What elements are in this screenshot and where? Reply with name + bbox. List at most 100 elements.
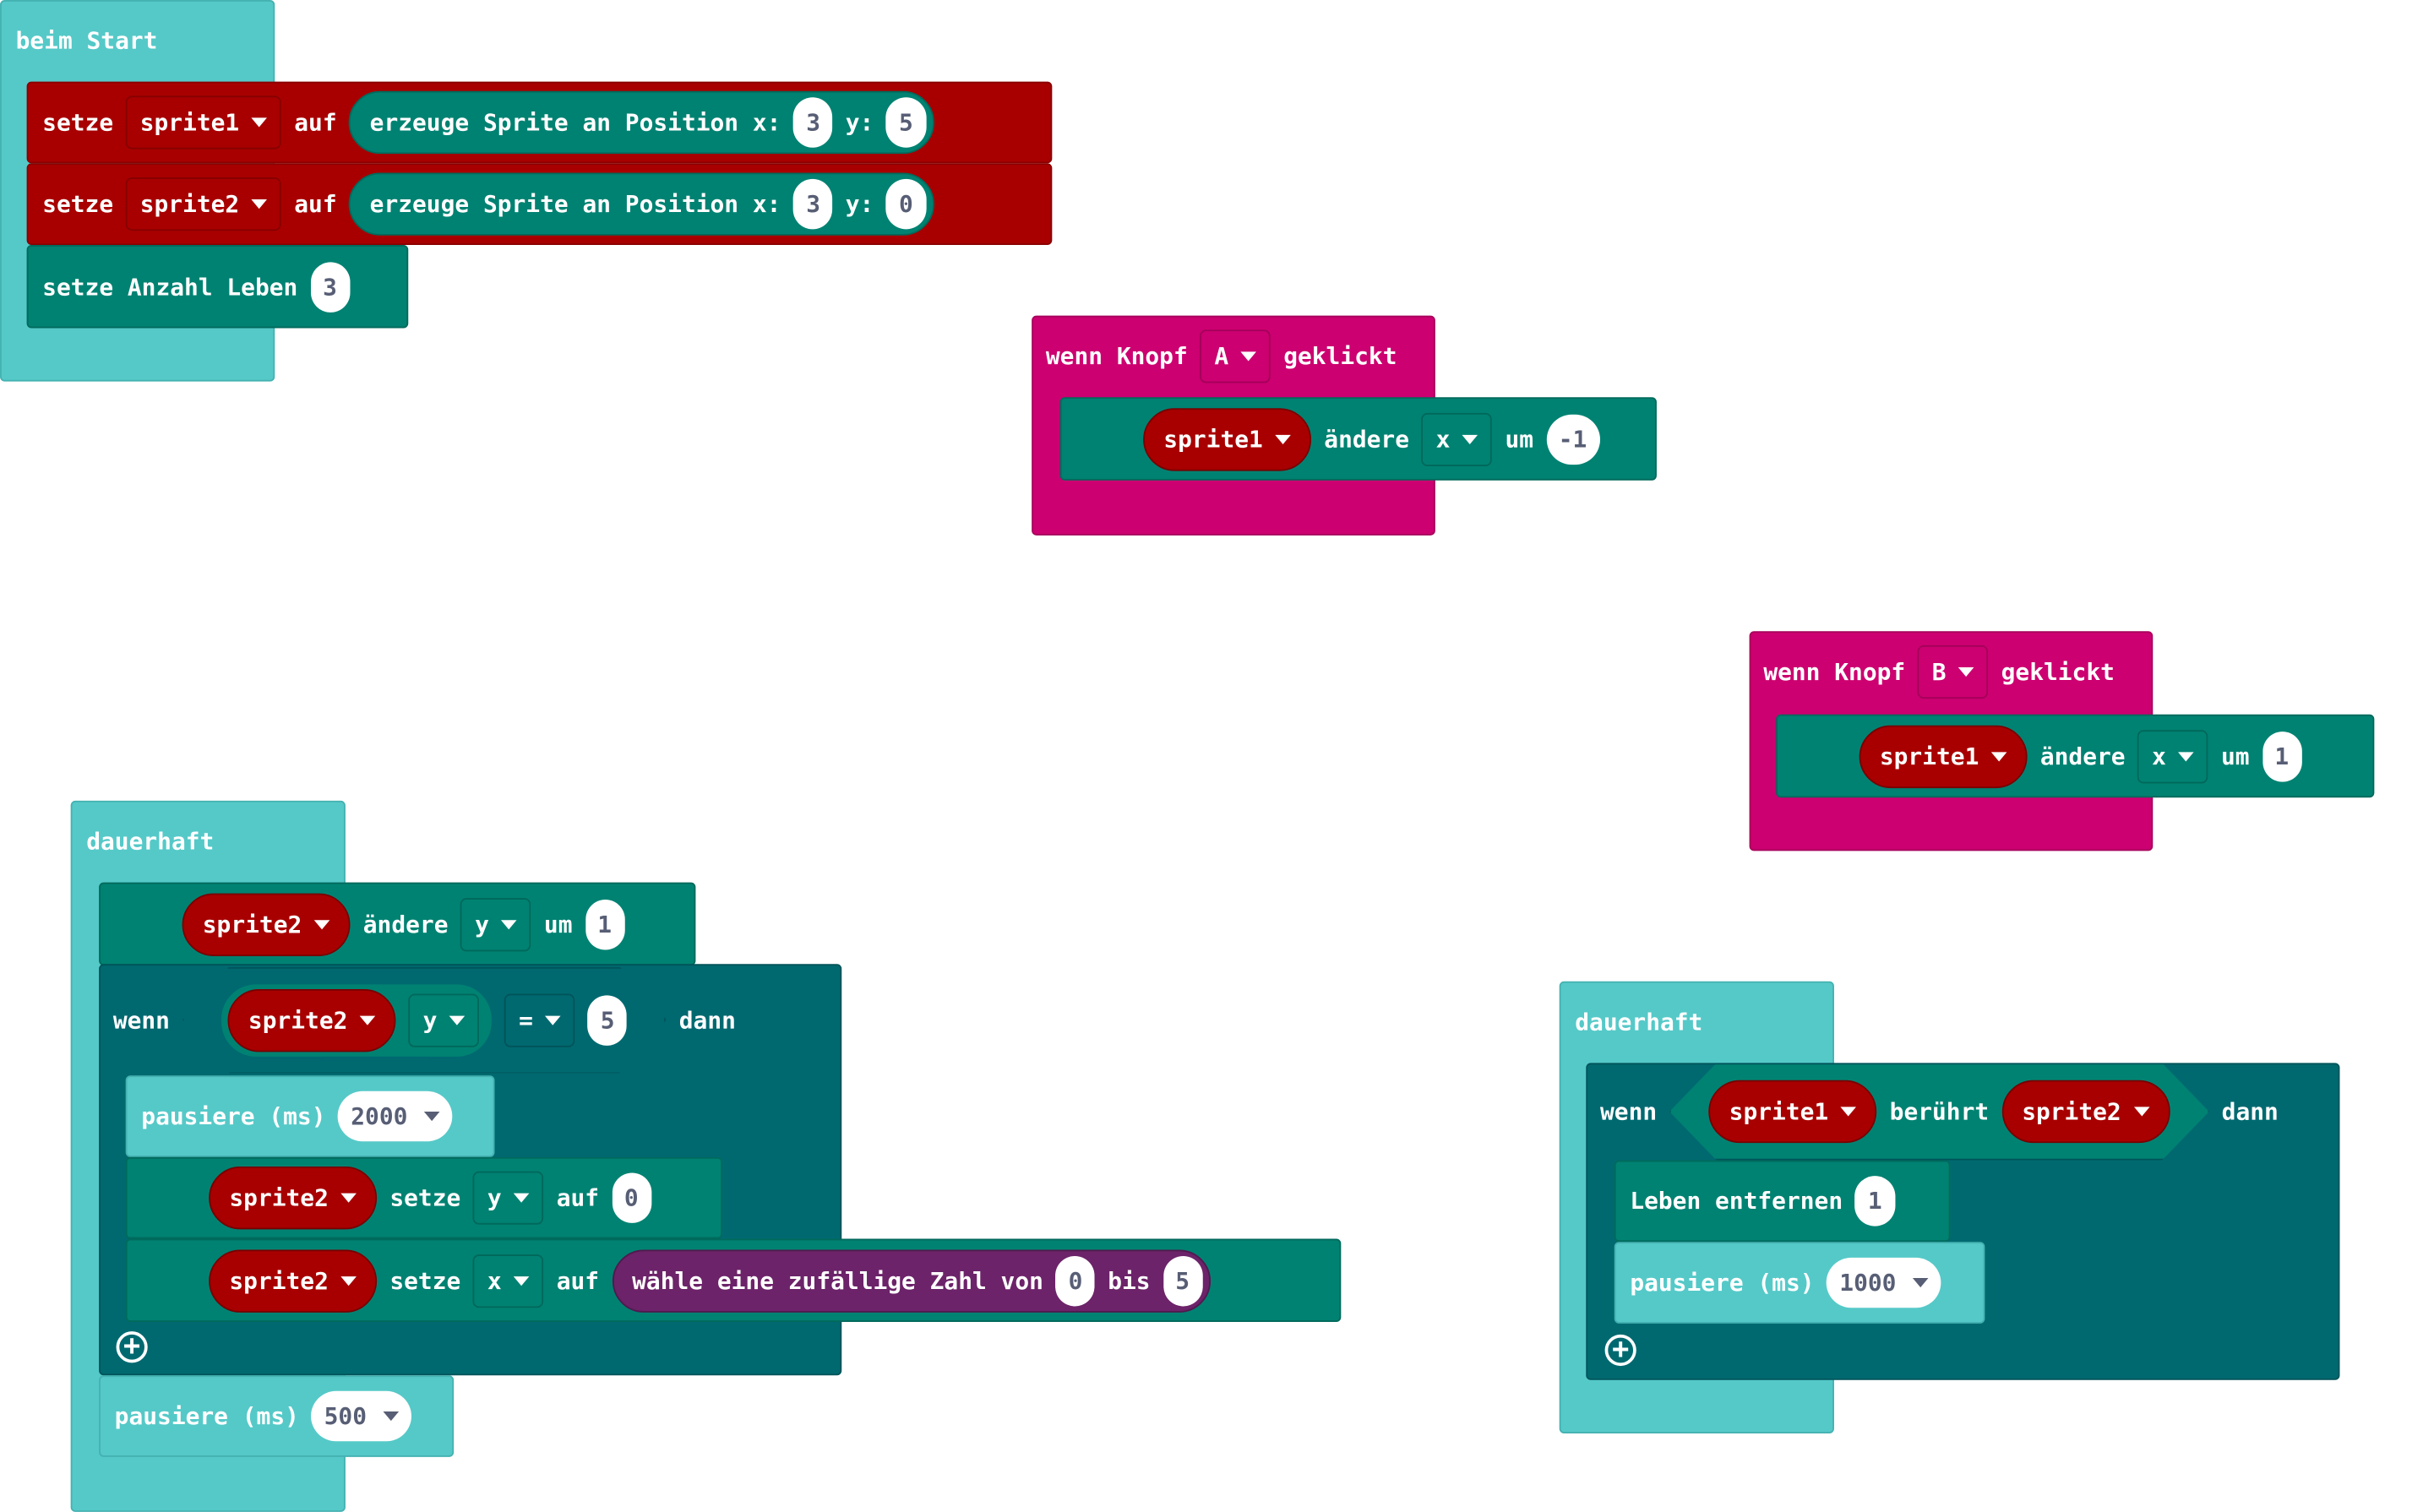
lives-input[interactable]: 3 xyxy=(310,261,350,312)
dropdown-arrow-icon xyxy=(252,199,268,209)
dropdown-arrow-icon xyxy=(382,1411,399,1422)
sprite-dropdown[interactable]: sprite1 xyxy=(1143,407,1312,470)
button-dropdown[interactable]: A xyxy=(1200,329,1271,383)
dropdown-arrow-icon xyxy=(2178,751,2195,761)
property-dropdown[interactable]: x xyxy=(2137,729,2209,783)
pause-value: 500 xyxy=(324,1401,368,1431)
amount-input[interactable]: 1 xyxy=(585,899,624,949)
on-button-label: wenn Knopf xyxy=(1763,657,1906,687)
touching-block[interactable]: sprite1 berührt sprite2 xyxy=(1669,1063,2209,1160)
compare-block[interactable]: sprite2 y = 5 xyxy=(182,966,667,1073)
property-name: x xyxy=(1435,424,1451,454)
dropdown-arrow-icon xyxy=(1912,1277,1928,1288)
pause-input[interactable]: 2000 xyxy=(338,1090,452,1142)
property-name: x xyxy=(487,1266,502,1295)
dropdown-arrow-icon xyxy=(514,1193,531,1203)
amount-input[interactable]: -1 xyxy=(1545,413,1600,465)
pause-input[interactable]: 500 xyxy=(311,1390,411,1442)
sprite-name: sprite1 xyxy=(1879,742,1979,770)
from-input[interactable]: 0 xyxy=(1055,1255,1096,1306)
sprite-dropdown[interactable]: sprite2 xyxy=(228,988,396,1051)
on-button-label: wenn Knopf xyxy=(1045,342,1188,371)
variable-dropdown[interactable]: sprite2 xyxy=(125,177,282,231)
remove-life-block[interactable]: Leben entfernen 1 xyxy=(1614,1160,1951,1243)
change-sprite1-x-block[interactable]: sprite1 ändere x um -1 xyxy=(1059,397,1657,481)
dropdown-arrow-icon xyxy=(1841,1107,1857,1116)
pause-block[interactable]: pausiere (ms) 500 xyxy=(99,1375,455,1457)
dropdown-arrow-icon xyxy=(1275,433,1292,444)
change-label: ändere xyxy=(1324,424,1410,454)
amount-input[interactable]: 1 xyxy=(1854,1176,1895,1226)
dropdown-arrow-icon xyxy=(449,1015,466,1025)
pause-label: pausiere (ms) xyxy=(1630,1268,1815,1297)
sprite-name: sprite2 xyxy=(2022,1097,2121,1126)
sprite-dropdown[interactable]: sprite2 xyxy=(209,1167,378,1230)
add-else-icon[interactable]: + xyxy=(1604,1334,1636,1367)
set-lives-block[interactable]: setze Anzahl Leben 3 xyxy=(26,244,409,329)
dropdown-arrow-icon xyxy=(1958,666,1975,677)
sprite-name: sprite2 xyxy=(229,1183,329,1212)
if-label: wenn xyxy=(1600,1097,1658,1126)
sprite-dropdown[interactable]: sprite2 xyxy=(182,892,351,956)
create-sprite-block[interactable]: erzeuge Sprite an Position x: 3 y: 0 xyxy=(349,172,934,236)
dropdown-arrow-icon xyxy=(2134,1107,2150,1116)
property-name: y xyxy=(422,1005,438,1034)
dropdown-arrow-icon xyxy=(340,1193,357,1203)
pause-label: pausiere (ms) xyxy=(114,1401,299,1431)
set-label: setze xyxy=(389,1266,461,1295)
set-label: setze xyxy=(42,189,114,219)
sprite-dropdown[interactable]: sprite2 xyxy=(2001,1080,2170,1143)
dropdown-arrow-icon xyxy=(1241,351,1257,362)
change-sprite1-x-block[interactable]: sprite1 ändere x um 1 xyxy=(1776,714,2375,798)
y-label: y: xyxy=(845,189,874,219)
if-header: wenn sprite2 y = 5 dann xyxy=(99,964,736,1075)
create-label: erzeuge Sprite an Position x: xyxy=(369,108,781,137)
operator-dropdown[interactable]: = xyxy=(504,993,575,1047)
dropdown-arrow-icon xyxy=(501,919,518,929)
compare-value-input[interactable]: 5 xyxy=(588,994,628,1044)
property-dropdown[interactable]: y xyxy=(473,1171,544,1225)
sprite-property-block[interactable]: sprite2 y xyxy=(221,983,492,1056)
property-dropdown[interactable]: y xyxy=(409,993,480,1047)
set-sprite1-block[interactable]: setze sprite1 auf erzeuge Sprite an Posi… xyxy=(26,81,1053,164)
change-sprite2-y-block[interactable]: sprite2 ändere y um 1 xyxy=(99,882,696,966)
dropdown-arrow-icon xyxy=(514,1275,531,1286)
property-dropdown[interactable]: x xyxy=(1421,411,1493,466)
property-dropdown[interactable]: x xyxy=(473,1254,544,1308)
y-input[interactable]: 0 xyxy=(886,178,926,230)
button-dropdown[interactable]: B xyxy=(1918,645,1989,699)
pause-block[interactable]: pausiere (ms) 1000 xyxy=(1614,1242,1985,1324)
button-name: B xyxy=(1931,657,1947,687)
set-sprite2-y-block[interactable]: sprite2 setze y auf 0 xyxy=(125,1156,723,1239)
set-sprite2-x-block[interactable]: sprite2 setze x auf wähle eine zufällige… xyxy=(125,1238,1342,1323)
sprite-name: sprite2 xyxy=(202,910,302,938)
sprite-dropdown[interactable]: sprite1 xyxy=(1859,724,2028,788)
sprite-dropdown[interactable]: sprite1 xyxy=(1708,1080,1876,1143)
x-input[interactable]: 3 xyxy=(793,178,833,230)
property-dropdown[interactable]: y xyxy=(460,897,532,951)
create-label: erzeuge Sprite an Position x: xyxy=(369,189,781,219)
dropdown-arrow-icon xyxy=(1462,433,1478,444)
to-input[interactable]: 5 xyxy=(1163,1255,1202,1306)
amount-input[interactable]: 1 xyxy=(2262,731,2301,781)
value-input[interactable]: 0 xyxy=(611,1172,651,1223)
add-else-icon[interactable]: + xyxy=(116,1331,148,1363)
dropdown-arrow-icon xyxy=(546,1015,562,1025)
pause-block[interactable]: pausiere (ms) 2000 xyxy=(125,1075,495,1157)
pause-label: pausiere (ms) xyxy=(141,1101,326,1131)
pause-input[interactable]: 1000 xyxy=(1827,1257,1941,1308)
variable-name: sprite1 xyxy=(139,108,240,137)
to-label: auf xyxy=(294,189,337,219)
set-lives-label: setze Anzahl Leben xyxy=(42,272,298,301)
y-input[interactable]: 5 xyxy=(886,97,926,148)
random-label: wähle eine zufällige Zahl von xyxy=(632,1266,1043,1295)
x-input[interactable]: 3 xyxy=(793,97,833,148)
sprite-dropdown[interactable]: sprite2 xyxy=(209,1248,378,1312)
set-label: setze xyxy=(389,1183,461,1212)
sprite-name: sprite1 xyxy=(1729,1097,1829,1126)
set-sprite2-block[interactable]: setze sprite2 auf erzeuge Sprite an Posi… xyxy=(26,163,1053,245)
then-label: dann xyxy=(678,1005,736,1034)
variable-dropdown[interactable]: sprite1 xyxy=(125,95,282,150)
